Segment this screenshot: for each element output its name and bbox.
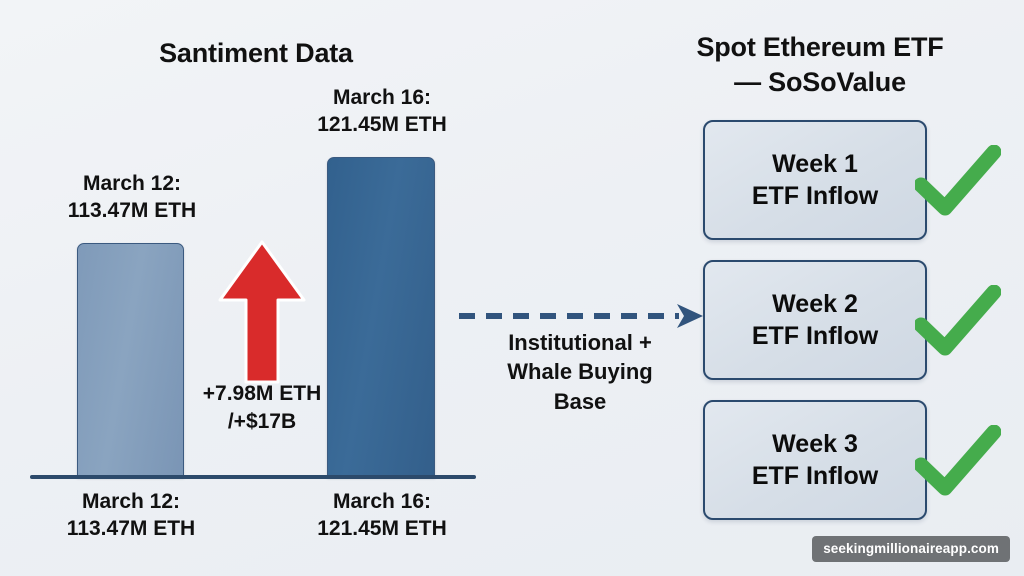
check-icon [915, 145, 1001, 216]
bar-march-16 [327, 157, 435, 478]
left-panel-title: Santiment Data [159, 38, 353, 68]
week-card-2-title: Week 2 [772, 289, 858, 318]
connector-dashed-arrow-icon [459, 304, 703, 328]
axis-label-march-12: March 12: 113.47M ETH [66, 490, 196, 541]
right-panel-title: Spot Ethereum ETF — SoSoValue [696, 32, 944, 97]
chart-baseline-axis [30, 475, 476, 479]
week-card-1-title: Week 1 [772, 149, 858, 178]
growth-up-arrow-icon [218, 240, 306, 384]
bar-value-label-march-16: March 16: 121.45M ETH [317, 86, 447, 137]
week-card-3-subtitle: ETF Inflow [751, 462, 879, 490]
bar-march-12 [77, 243, 184, 478]
week-card-3-title: Week 3 [772, 429, 858, 458]
week-card-3[interactable]: Week 3 ETF Inflow [703, 400, 927, 520]
week-card-1-subtitle: ETF Inflow [751, 182, 879, 210]
week-card-2[interactable]: Week 2 ETF Inflow [703, 260, 927, 380]
week-card-2-subtitle: ETF Inflow [751, 322, 879, 350]
connector-label: Institutional + Whale Buying Base [507, 330, 653, 414]
watermark-badge: seekingmillionaireapp.com [812, 535, 1010, 562]
axis-label-march-16: March 16: 121.45M ETH [317, 490, 447, 541]
week-card-1[interactable]: Week 1 ETF Inflow [703, 120, 927, 240]
growth-delta-label: +7.98M ETH /+$17B [202, 382, 322, 434]
check-icon [915, 425, 1001, 496]
check-icon [915, 285, 1001, 356]
bar-value-label-march-12: March 12: 113.47M ETH [67, 172, 197, 223]
bar-chart: March 12: 113.47M ETH March 16: 121.45M … [30, 86, 476, 541]
